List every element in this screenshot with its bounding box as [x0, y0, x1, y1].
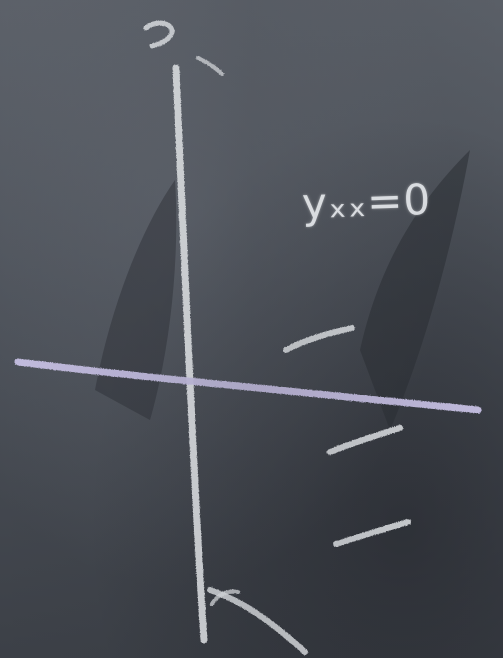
chalk-equation-label: yₓₓ=0 [301, 175, 432, 228]
